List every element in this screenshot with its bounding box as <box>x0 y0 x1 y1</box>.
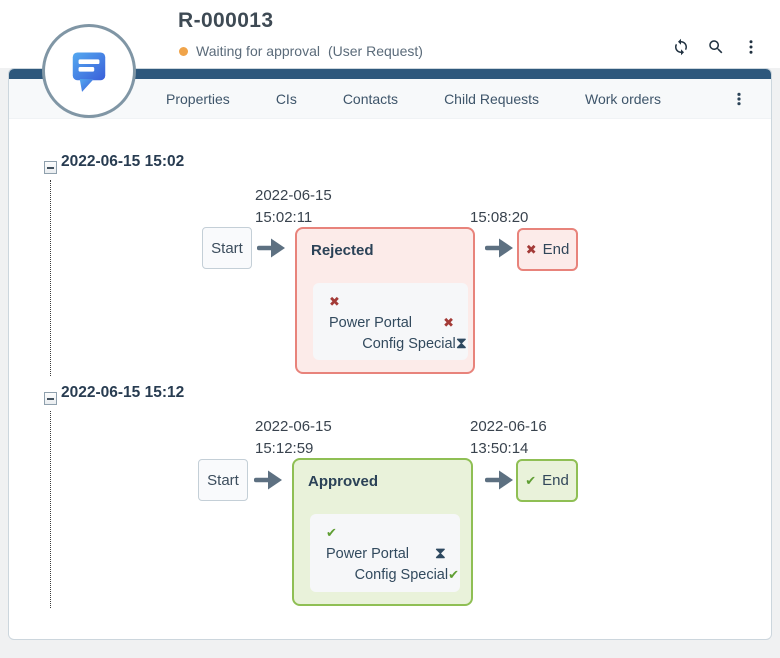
arrow-right-icon <box>485 470 513 490</box>
section-header: 2022-06-15 15:02 <box>61 153 185 170</box>
accent-bar <box>9 69 771 79</box>
state-label: Approved <box>308 473 379 490</box>
approver-row: ✔ <box>326 522 460 543</box>
avatar <box>42 24 136 118</box>
approver-name: Power Portal <box>329 314 413 331</box>
hourglass-icon: ⧗ <box>455 334 467 352</box>
approver-row: Config Special ⧗ <box>329 333 468 354</box>
status-label: Waiting for approval <box>196 43 320 59</box>
state-approved-box: Approved ✔ Power Portal ⧗ Config Special… <box>292 458 473 606</box>
object-class-label: (User Request) <box>327 43 423 59</box>
approver-row: Config Special ✔ <box>326 564 460 585</box>
tab-properties[interactable]: Properties <box>166 90 230 107</box>
arrow-right-icon <box>485 238 513 258</box>
end-timestamp: 15:08:20 <box>470 209 529 226</box>
start-timestamp-line1: 2022-06-15 <box>255 187 332 204</box>
hourglass-icon: ⧗ <box>434 544 446 562</box>
end-timestamp-line1: 2022-06-16 <box>470 418 547 435</box>
end-timestamp-line2: 13:50:14 <box>470 440 529 457</box>
tab-child-requests[interactable]: Child Requests <box>444 90 539 107</box>
approver-row: Power Portal ⧗ <box>326 543 460 564</box>
arrow-right-icon <box>254 470 282 490</box>
tabs-more-icon[interactable] <box>731 91 747 107</box>
refresh-icon[interactable] <box>672 38 690 56</box>
header-actions <box>672 38 760 56</box>
approver-row: ✖ <box>329 291 468 312</box>
timeline-dotted-line <box>50 411 51 608</box>
end-label: End <box>542 241 570 258</box>
approver-name: Power Portal <box>326 545 410 562</box>
tab-cis[interactable]: CIs <box>275 90 297 107</box>
state-label: Rejected <box>311 242 374 259</box>
tab-work-orders[interactable]: Work orders <box>585 90 661 107</box>
more-icon[interactable] <box>742 38 760 56</box>
end-label: End <box>542 472 569 489</box>
section-header: 2022-06-15 15:12 <box>61 384 185 401</box>
status-row: Waiting for approval (User Request) <box>179 43 423 59</box>
approved-icon: ✔ <box>326 525 337 540</box>
approvers-panel: ✔ Power Portal ⧗ Config Special ✔ <box>310 514 460 592</box>
end-node-approved: ✔ End <box>516 459 578 502</box>
start-timestamp-line2: 15:02:11 <box>255 209 313 226</box>
arrow-right-icon <box>257 238 285 258</box>
tab-bar: Properties CIs Contacts Child Requests W… <box>9 79 771 119</box>
minus-icon <box>47 397 54 400</box>
approved-icon: ✔ <box>525 473 537 488</box>
approver-name: Config Special <box>362 335 456 352</box>
collapse-icon[interactable] <box>44 161 57 174</box>
rejected-icon: ✖ <box>329 294 340 309</box>
start-timestamp-line2: 15:12:59 <box>255 440 314 457</box>
chat-bubble-icon <box>72 52 106 92</box>
approvers-panel: ✖ Power Portal ✖ Config Special ⧗ <box>313 283 468 360</box>
start-node: Start <box>202 227 252 269</box>
approver-row: Power Portal ✖ <box>329 312 468 333</box>
rejected-icon: ✖ <box>525 242 537 257</box>
state-rejected-box: Rejected ✖ Power Portal ✖ Config Special… <box>295 227 475 374</box>
end-node-rejected: ✖ End <box>517 228 578 271</box>
approver-name: Config Special <box>354 566 449 583</box>
tab-contacts[interactable]: Contacts <box>342 90 399 107</box>
collapse-icon[interactable] <box>44 392 57 405</box>
minus-icon <box>47 166 54 169</box>
timeline-dotted-line <box>50 180 51 376</box>
page-title: R-000013 <box>178 9 274 32</box>
start-node: Start <box>198 459 248 501</box>
approved-icon: ✔ <box>448 567 459 582</box>
status-dot-icon <box>179 46 188 56</box>
rejected-icon: ✖ <box>443 315 454 330</box>
start-timestamp-line1: 2022-06-15 <box>255 418 332 435</box>
search-icon[interactable] <box>707 38 725 56</box>
